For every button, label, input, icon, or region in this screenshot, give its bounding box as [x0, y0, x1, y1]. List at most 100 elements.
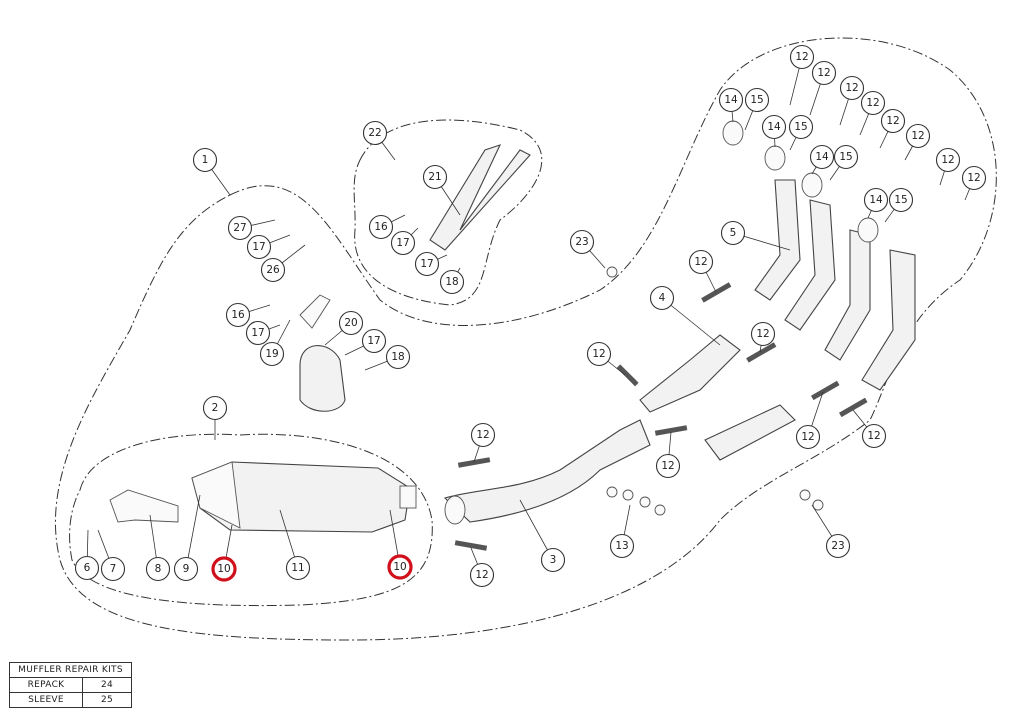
callout-26: 26 [260, 257, 286, 283]
callout-21: 21 [422, 164, 448, 190]
callout-12: 12 [880, 108, 906, 134]
svg-text:10: 10 [393, 561, 406, 573]
header-pipe-2 [784, 199, 836, 331]
callout-22: 22 [362, 120, 388, 146]
callout-14: 14 [718, 87, 744, 113]
kit-part-number: 24 [82, 677, 132, 693]
svg-text:16: 16 [231, 309, 245, 321]
callout-12: 12 [655, 453, 681, 479]
callout-11: 11 [285, 555, 311, 581]
callout-9: 9 [173, 556, 199, 582]
svg-text:15: 15 [750, 94, 763, 106]
callout-15: 15 [788, 114, 814, 140]
callout-12: 12 [860, 90, 886, 116]
muffler-part [191, 461, 411, 533]
svg-text:2: 2 [212, 402, 219, 414]
svg-text:12: 12 [941, 154, 954, 166]
callout-1: 1 [192, 147, 218, 173]
gasket-parts [722, 120, 879, 243]
callout-27: 27 [227, 215, 253, 241]
svg-text:22: 22 [368, 127, 381, 139]
collector-part-2 [704, 404, 796, 461]
mid-pipe-part [443, 419, 651, 523]
leader-line [185, 494, 201, 570]
svg-text:12: 12 [475, 569, 488, 581]
callout-19: 19 [259, 341, 285, 367]
svg-text:12: 12 [592, 348, 605, 360]
callout-13: 13 [609, 533, 635, 559]
svg-text:10: 10 [217, 563, 230, 575]
svg-text:1: 1 [202, 154, 209, 166]
svg-text:17: 17 [396, 237, 409, 249]
link-pipe-part [109, 489, 179, 523]
svg-text:27: 27 [233, 222, 246, 234]
callout-12: 12 [469, 562, 495, 588]
svg-text:12: 12 [967, 172, 980, 184]
svg-text:12: 12 [661, 460, 674, 472]
callout-15: 15 [833, 144, 859, 170]
callout-6: 6 [74, 555, 100, 581]
table-row: SLEEVE 25 [9, 692, 132, 708]
svg-text:12: 12 [886, 115, 899, 127]
svg-text:7: 7 [110, 563, 117, 575]
svg-text:12: 12 [694, 256, 707, 268]
callout-12: 12 [905, 123, 931, 149]
svg-text:12: 12 [911, 130, 924, 142]
svg-text:17: 17 [252, 241, 265, 253]
svg-text:21: 21 [428, 171, 441, 183]
callout-2: 2 [202, 395, 228, 421]
svg-text:14: 14 [724, 94, 738, 106]
svg-text:6: 6 [84, 562, 91, 574]
pipe-inlet-part [444, 495, 466, 525]
svg-text:15: 15 [794, 121, 807, 133]
svg-text:5: 5 [730, 227, 737, 239]
svg-text:13: 13 [615, 540, 628, 552]
svg-text:11: 11 [291, 562, 304, 574]
callout-12: 12 [789, 44, 815, 70]
callout-14: 14 [863, 187, 889, 213]
svg-text:4: 4 [659, 292, 666, 304]
strap-part [299, 345, 346, 412]
callout-17: 17 [390, 230, 416, 256]
svg-text:15: 15 [839, 151, 852, 163]
callout-3: 3 [540, 547, 566, 573]
svg-text:23: 23 [831, 540, 844, 552]
callout-4: 4 [649, 285, 675, 311]
callout-8: 8 [145, 556, 171, 582]
callout-23: 23 [569, 229, 595, 255]
kit-label: REPACK [9, 677, 83, 693]
svg-text:12: 12 [866, 97, 879, 109]
collector-part [639, 334, 741, 413]
svg-text:12: 12 [867, 430, 880, 442]
spring-parts [454, 282, 868, 551]
svg-text:18: 18 [445, 276, 458, 288]
mount-bracket-part [299, 294, 331, 329]
callout-10-highlighted: 10 [387, 554, 413, 580]
svg-text:14: 14 [869, 194, 883, 206]
leader-line [661, 297, 721, 346]
muffler-endcap-part [191, 461, 241, 529]
group-boundary-1 [55, 37, 997, 641]
svg-text:12: 12 [476, 429, 489, 441]
svg-text:9: 9 [183, 563, 190, 575]
svg-text:17: 17 [420, 258, 433, 270]
svg-text:19: 19 [265, 348, 278, 360]
svg-text:12: 12 [801, 431, 814, 443]
callout-12: 12 [961, 165, 987, 191]
svg-text:18: 18 [391, 351, 404, 363]
kit-label: SLEEVE [9, 692, 83, 708]
bracket-part [429, 144, 531, 251]
callout-23: 23 [825, 533, 851, 559]
svg-text:17: 17 [367, 335, 380, 347]
callout-12: 12 [839, 75, 865, 101]
callout-15: 15 [744, 87, 770, 113]
svg-text:12: 12 [817, 67, 830, 79]
callout-15: 15 [888, 187, 914, 213]
callout-16: 16 [368, 214, 394, 240]
callout-12: 12 [935, 147, 961, 173]
svg-text:16: 16 [374, 221, 388, 233]
muffler-inlet-part [399, 485, 417, 509]
muffler-repair-kits-table: MUFFLER REPAIR KITS REPACK 24 SLEEVE 25 [9, 662, 132, 708]
callout-14: 14 [761, 114, 787, 140]
